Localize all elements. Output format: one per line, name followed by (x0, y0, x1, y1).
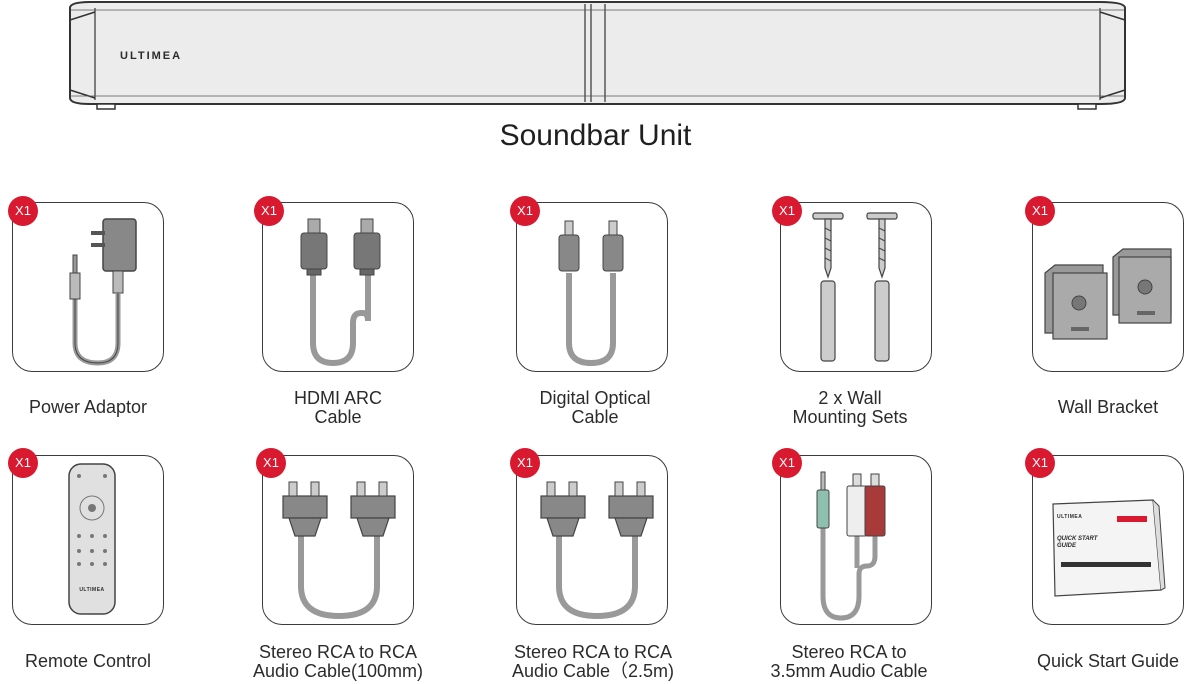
item-image-box (516, 455, 668, 625)
page-title: Soundbar Unit (499, 119, 692, 152)
item-label: Power Adaptor (28, 397, 148, 417)
guide-title: QUICK START GUIDE (1057, 536, 1098, 549)
soundbar-brand: ULTIMEA (120, 50, 183, 62)
item-image-box (262, 202, 414, 372)
quantity-badge: X1 (1025, 196, 1055, 226)
quantity-badge: X1 (254, 196, 284, 226)
quantity-badge: X1 (510, 448, 540, 478)
quantity-badge: X1 (8, 196, 38, 226)
remote-control-icon (68, 463, 116, 615)
item-label: Stereo RCA to RCA Audio Cable(100mm) (252, 642, 424, 681)
remote-brand: ULTIMEA (79, 587, 105, 593)
item-image-box (516, 202, 668, 372)
guide-brand: ULTIMEA (1057, 514, 1083, 520)
item-label: Stereo RCA to RCA Audio Cable（2.5m) (511, 642, 675, 681)
rca-cable-short-icon (282, 481, 396, 620)
quantity-badge: X1 (772, 448, 802, 478)
hdmi-cable-icon (300, 218, 381, 367)
rca-cable-long-icon (540, 481, 654, 620)
item-image-box (262, 455, 414, 625)
item-label: Remote Control (24, 651, 152, 671)
quantity-badge: X1 (1025, 448, 1055, 478)
item-label: Stereo RCA to 3.5mm Audio Cable (770, 642, 928, 681)
quantity-badge: X1 (510, 196, 540, 226)
optical-cable-icon (558, 220, 624, 367)
item-label: HDMI ARC Cable (293, 388, 382, 427)
quick-start-guide-icon (1052, 499, 1166, 597)
wall-screws-icon (812, 212, 898, 362)
item-image-box (780, 455, 932, 625)
item-image-box (12, 202, 164, 372)
rca-35mm-cable-icon (816, 471, 886, 621)
power-adaptor-icon (69, 218, 137, 366)
item-image-box (780, 202, 932, 372)
item-image-box: ULTIMEA QUICK START GUIDE (1032, 455, 1184, 625)
item-image-box: ULTIMEA (12, 455, 164, 625)
soundbar-illustration: ULTIMEA (0, 0, 1191, 115)
item-label: Quick Start Guide (1036, 651, 1180, 671)
soundbar-icon (69, 0, 1126, 110)
item-image-box (1032, 202, 1184, 372)
item-label: Digital Optical Cable (539, 388, 651, 427)
item-label: Wall Bracket (1057, 397, 1159, 417)
wall-bracket-icon (1044, 248, 1172, 340)
quantity-badge: X1 (8, 448, 38, 478)
item-label: 2 x Wall Mounting Sets (792, 388, 908, 427)
quantity-badge: X1 (772, 196, 802, 226)
quantity-badge: X1 (256, 448, 286, 478)
